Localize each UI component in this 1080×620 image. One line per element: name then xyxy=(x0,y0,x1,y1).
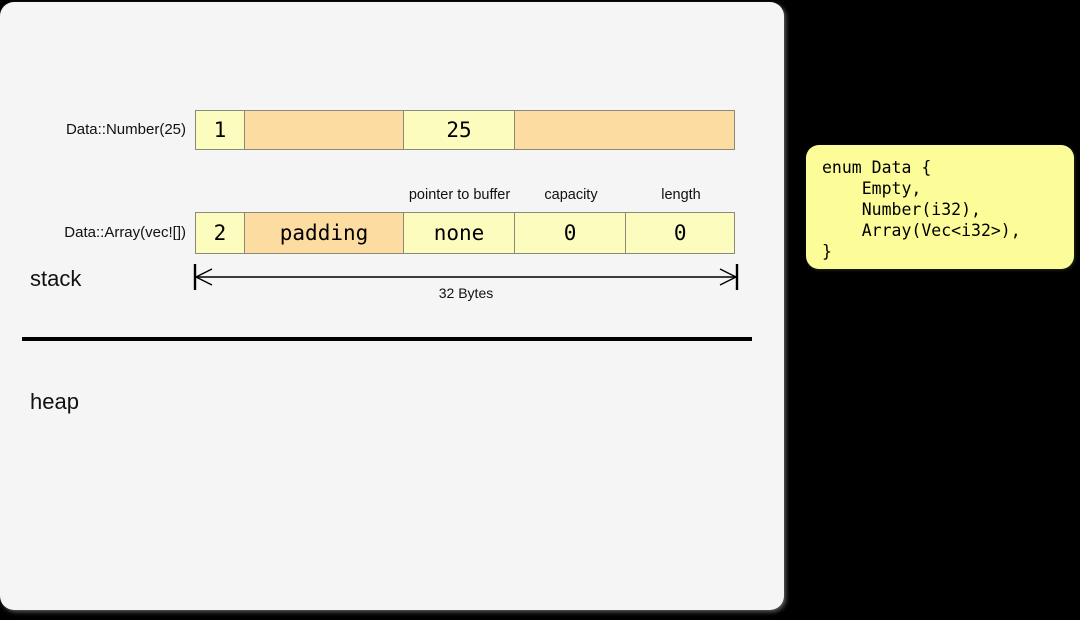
stack-heap-divider xyxy=(22,337,752,341)
cell-array-capacity: 0 xyxy=(514,213,627,253)
cell-array-pointer: none xyxy=(404,213,515,253)
diagram-panel: Data::Number(25) 1 25 pointer to buffer … xyxy=(0,2,784,610)
row-label-number: Data::Number(25) xyxy=(65,121,186,138)
stack-label: stack xyxy=(30,266,82,291)
measure-label: 32 Bytes xyxy=(438,285,494,301)
row-label-array: Data::Array(vec![]) xyxy=(64,224,186,241)
code-note-text: enum Data { Empty, Number(i32), Array(Ve… xyxy=(822,158,1021,261)
caption-capacity: capacity xyxy=(544,187,598,203)
cell-number-trailing-padding xyxy=(514,111,735,149)
cell-number-value: 25 xyxy=(404,111,515,149)
memory-row-number: 1 25 xyxy=(195,110,735,150)
heap-label: heap xyxy=(30,389,79,414)
memory-row-array: 2 padding none 0 0 xyxy=(195,212,735,254)
caption-length: length xyxy=(661,187,701,203)
code-note-card: enum Data { Empty, Number(i32), Array(Ve… xyxy=(806,145,1074,269)
cell-number-padding xyxy=(244,111,405,149)
measure-arrow xyxy=(193,264,739,290)
cell-array-length: 0 xyxy=(626,213,734,253)
cell-array-discriminant: 2 xyxy=(196,213,245,253)
cell-array-padding: padding xyxy=(244,213,405,253)
cell-number-discriminant: 1 xyxy=(196,111,245,149)
caption-pointer-to-buffer: pointer to buffer xyxy=(408,187,511,203)
